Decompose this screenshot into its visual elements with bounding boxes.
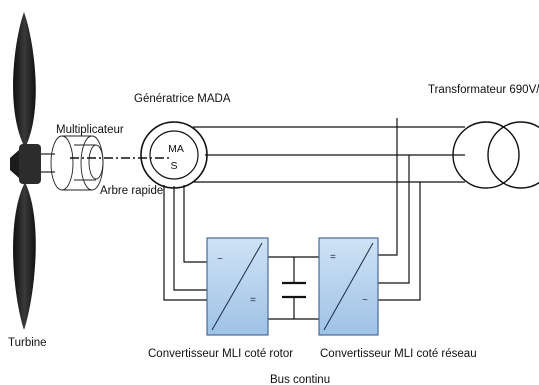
turbine <box>10 12 41 330</box>
generator-label: Génératrice MADA <box>134 93 231 105</box>
grid-converter-label: Convertisseur MLI coté réseau <box>320 348 477 360</box>
grid-connections <box>378 118 421 301</box>
machine-label-line1: MA <box>168 143 184 155</box>
rotor-converter <box>206 237 269 336</box>
transformer <box>452 121 539 189</box>
transformer-label: Transformateur 690V/20kV <box>428 84 539 96</box>
grid-converter-dc-symbol: = <box>330 252 336 263</box>
grid-converter-ac-symbol: ~ <box>362 295 368 306</box>
rotor-converter-ac-symbol: ~ <box>217 254 223 265</box>
turbine-nose <box>10 150 19 178</box>
rotor-converter-dc-symbol: = <box>250 295 256 306</box>
gearbox-label: Multiplicateur <box>56 124 124 136</box>
fast-shaft-label: Arbre rapide <box>100 185 163 197</box>
dc-bus-label: Bus continu <box>270 374 330 385</box>
turbine-blade-bottom <box>13 182 36 330</box>
machine-label-line2: S <box>170 160 177 172</box>
rotor-connections <box>163 185 208 301</box>
rotor-converter-label: Convertisseur MLI coté rotor <box>148 348 293 360</box>
turbine-label: Turbine <box>8 337 47 349</box>
turbine-hub <box>19 144 41 184</box>
gearbox <box>41 135 104 191</box>
generator <box>140 121 208 189</box>
dc-bus <box>268 256 320 320</box>
grid-converter <box>318 237 379 336</box>
stator-lines <box>193 126 465 183</box>
turbine-blade-top <box>13 12 36 148</box>
